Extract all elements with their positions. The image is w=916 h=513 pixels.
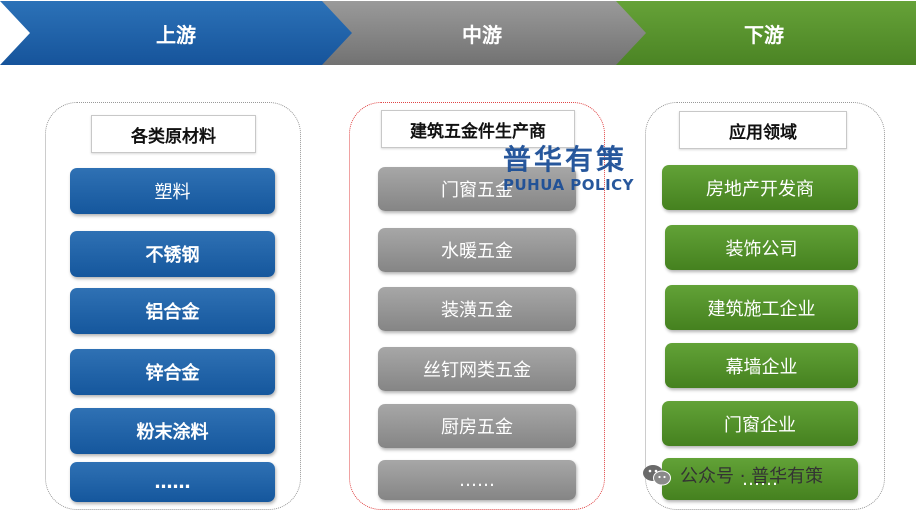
wechat-icon (643, 465, 671, 486)
midstream-item: 丝钉网类五金 (378, 347, 576, 391)
downstream-item: 幕墙企业 (665, 343, 858, 388)
upstream-item: 不锈钢 (70, 231, 275, 277)
downstream-panel (645, 102, 885, 510)
upstream-item: 锌合金 (70, 349, 275, 395)
account-label: 公众号 · 普华有策 (680, 466, 824, 487)
midstream-stage-arrow: 中游 (318, 1, 646, 65)
downstream-stage-label: 下游 (744, 22, 784, 47)
upstream-panel (45, 102, 301, 510)
midstream-header: 建筑五金件生产商 (381, 110, 575, 148)
downstream-stage-arrow: 下游 (612, 1, 916, 65)
downstream-item: 建筑施工企业 (665, 285, 858, 330)
upstream-header: 各类原材料 (91, 115, 256, 153)
upstream-stage-arrow: 上游 (0, 1, 352, 65)
upstream-item: …… (70, 462, 275, 502)
downstream-header: 应用领域 (679, 111, 847, 149)
upstream-item: 铝合金 (70, 288, 275, 334)
midstream-item: 门窗五金 (378, 167, 576, 211)
downstream-item: 房地产开发商 (662, 165, 858, 210)
upstream-item: 塑料 (70, 168, 275, 214)
upstream-stage-label: 上游 (156, 22, 196, 47)
midstream-panel (349, 102, 605, 510)
midstream-item: 厨房五金 (378, 404, 576, 448)
downstream-item: 门窗企业 (662, 401, 858, 446)
midstream-item: …… (378, 460, 576, 500)
midstream-item: 水暖五金 (378, 228, 576, 272)
midstream-stage-label: 中游 (462, 22, 502, 47)
downstream-item: …… (662, 458, 858, 500)
wechat-account-tag: 公众号 · 普华有策 (642, 462, 823, 488)
midstream-item: 装潢五金 (378, 287, 576, 331)
upstream-item: 粉末涂料 (70, 408, 275, 454)
downstream-item: 装饰公司 (665, 225, 858, 270)
